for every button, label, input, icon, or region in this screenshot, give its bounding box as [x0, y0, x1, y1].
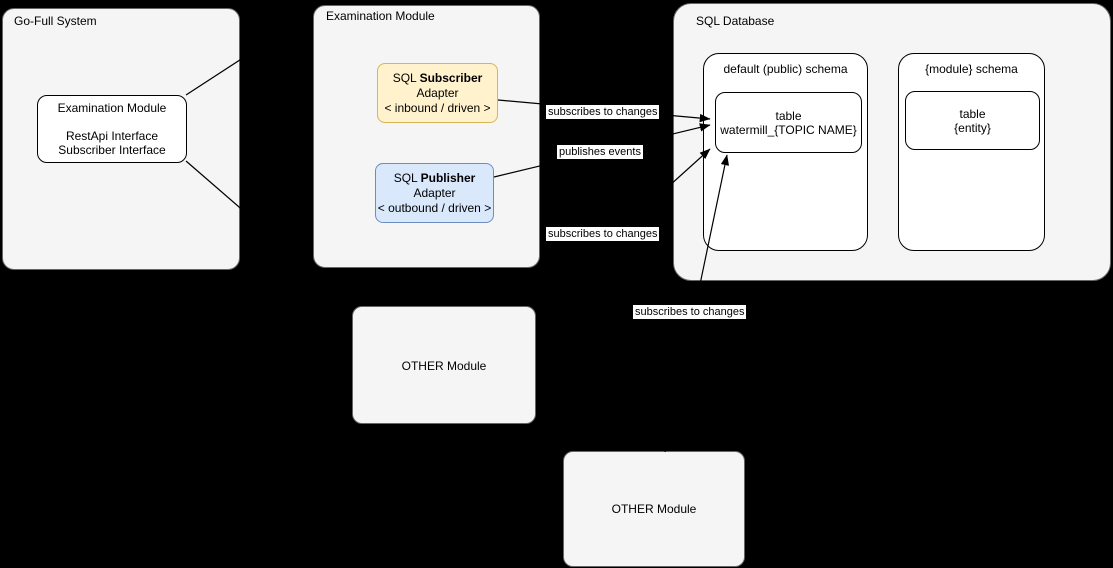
entity-table-line1: table [959, 106, 986, 121]
subscriber-line1: SQL Subscriber [393, 71, 483, 86]
subscriber-line1-bold: Subscriber [419, 70, 483, 85]
sql-database-title: SQL Database [696, 14, 775, 28]
other-module-1-box [352, 306, 536, 424]
inner-box-line1: Examination Module [57, 101, 167, 115]
sql-publisher-adapter-box: SQL Publisher Adapter < outbound / drive… [375, 163, 494, 223]
other-module-1-label: OTHER Module [401, 359, 487, 373]
module-schema-title: {module} schema [925, 62, 1018, 76]
examination-module-inner-box: Examination Module RestApi Interface Sub… [37, 95, 187, 163]
entity-table-line2: {entity} [954, 120, 991, 135]
sql-subscriber-adapter-box: SQL Subscriber Adapter < inbound / drive… [377, 63, 498, 123]
subscriber-line3: < inbound / driven > [384, 100, 491, 115]
examination-module-container [313, 5, 540, 268]
examination-module-title: Examination Module [326, 9, 435, 23]
edge-label-subscribes-1: subscribes to changes [546, 105, 660, 119]
publisher-line1-bold: Publisher [420, 170, 476, 185]
entity-table-box: table {entity} [905, 91, 1040, 150]
watermill-table-line2: watermill_{TOPIC NAME} [720, 122, 857, 137]
go-full-system-title: Go-Full System [14, 14, 97, 28]
other-module-2-label: OTHER Module [611, 502, 697, 516]
edge-label-publishes: publishes events [557, 145, 643, 159]
publisher-line1-normal: SQL [393, 170, 421, 185]
subscriber-line1-normal: SQL [392, 70, 420, 85]
edge-label-subscribes-2: subscribes to changes [546, 227, 660, 241]
inner-box-line2: RestApi Interface [65, 129, 159, 143]
inner-box-line3: Subscriber Interface [58, 143, 166, 157]
other-module-2-box [563, 451, 745, 567]
subscriber-line2: Adapter [416, 85, 459, 100]
publisher-line3: < outbound / driven > [377, 200, 492, 215]
edge-label-subscribes-3: subscribes to changes [633, 305, 747, 319]
publisher-line2: Adapter [413, 185, 456, 200]
watermill-table-line1: table [775, 108, 802, 123]
watermill-table-box: table watermill_{TOPIC NAME} [715, 92, 862, 153]
module-schema-box: {module} schema [898, 53, 1045, 251]
publisher-line1: SQL Publisher [394, 171, 476, 186]
default-schema-title: default (public) schema [723, 62, 848, 76]
